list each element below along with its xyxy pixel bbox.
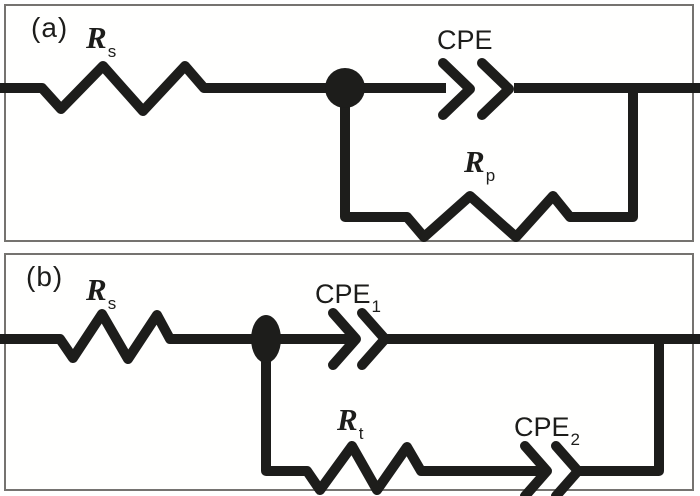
rs-subscript-a: s (107, 42, 117, 61)
panel-a-label: (a) (31, 12, 69, 43)
wire-and-resistor-rs-a (0, 61, 446, 116)
node-dot-b (251, 315, 281, 363)
cpe2-subscript: 2 (570, 430, 580, 449)
cpe1-symbol-chevron-1 (328, 308, 361, 370)
branch-resistor-rt (261, 339, 545, 495)
cpe1-subscript: 1 (371, 297, 381, 316)
cpe-text-a: CPE (437, 25, 493, 55)
rs-symbol-a: R (86, 20, 107, 55)
cpe2-symbol-chevron-2 (551, 441, 583, 496)
rp-label: Rp (464, 144, 495, 184)
branch-return-wire-b (580, 339, 664, 476)
cpe2-symbol-chevron-1 (520, 441, 552, 496)
rs-label-b: Rs (86, 272, 116, 312)
rs-subscript-b: s (107, 294, 117, 313)
rs-symbol-b: R (86, 272, 107, 307)
rs-label-a: Rs (86, 20, 116, 60)
rt-label: Rt (337, 402, 363, 442)
rt-subscript: t (358, 424, 364, 443)
node-dot-a (325, 68, 365, 108)
cpe1-label: CPE1 (315, 279, 381, 316)
rp-symbol: R (464, 144, 485, 179)
cpe-symbol-chevron-1 (438, 58, 475, 120)
cpe-symbol-chevron-2 (477, 58, 514, 120)
branch-resistor-rp (340, 88, 638, 242)
cpe2-label: CPE2 (514, 412, 580, 449)
panel-b-label: (b) (26, 261, 64, 292)
cpe1-text: CPE (315, 279, 371, 309)
wire-and-resistor-rs-b (0, 309, 352, 364)
cpe-label-a: CPE (437, 27, 493, 54)
cpe1-symbol-chevron-2 (357, 308, 390, 370)
cpe2-text: CPE (514, 412, 570, 442)
circuit-a (0, 58, 700, 242)
rt-symbol: R (337, 402, 358, 437)
rp-subscript: p (485, 166, 496, 185)
circuit-b (0, 308, 700, 496)
